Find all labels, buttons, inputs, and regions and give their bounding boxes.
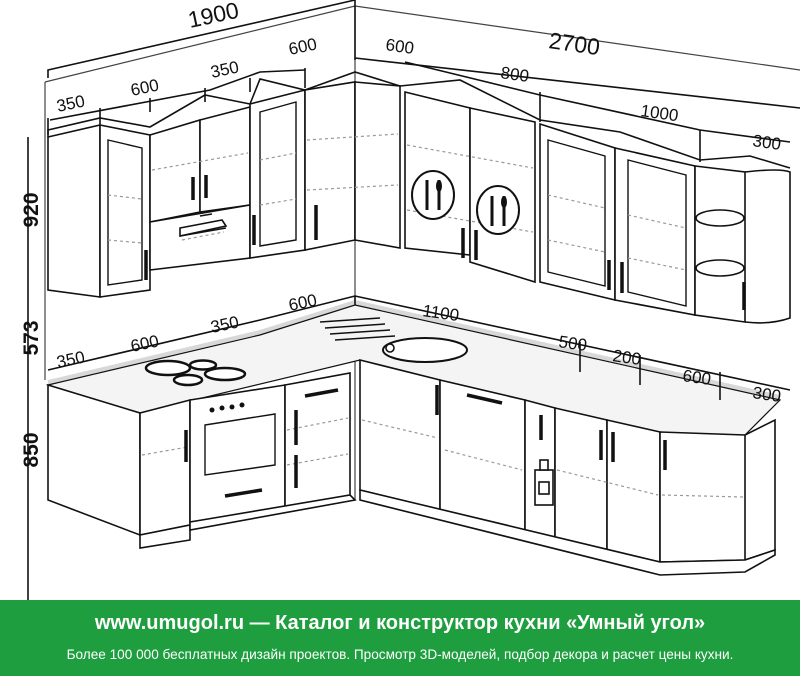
dim-upper-height: 920: [20, 192, 43, 227]
dim-upper-left-1: 350: [55, 91, 87, 115]
dim-upper-right-1: 600: [384, 35, 415, 58]
cutlery-icon: [411, 170, 455, 220]
glass-door-3: [547, 139, 606, 287]
dim-upper-right-2: 800: [499, 63, 530, 86]
bottle-icon: [534, 459, 554, 506]
dim-upper-left-2: 600: [129, 75, 161, 99]
footer-title[interactable]: www.umugol.ru — Каталог и конструктор ку…: [94, 612, 706, 634]
footer-banner: www.umugol.ru — Каталог и конструктор ку…: [0, 600, 800, 676]
dim-lower-right-2: 500: [557, 332, 588, 355]
base-cabinets-right: [359, 358, 776, 576]
glass-door-2: [259, 101, 297, 247]
dim-upper-left-3: 350: [209, 57, 241, 81]
dim-lower-right-4: 600: [681, 366, 712, 389]
dim-lower-right-3: 200: [611, 346, 642, 369]
footer-subtitle: Более 100 000 бесплатных дизайн проектов…: [66, 647, 734, 662]
range-hood-icon: [179, 213, 228, 241]
glass-door-1: [107, 139, 143, 286]
dim-lower-left-2: 600: [129, 331, 161, 355]
dimension-lines: [27, 0, 800, 600]
upper-cabinets-right: [399, 79, 791, 324]
dim-lower-left-1: 350: [55, 347, 87, 371]
cooktop-icon: [144, 359, 247, 387]
dim-upper-left-4: 600: [287, 34, 319, 58]
dim-right-total: 2700: [547, 27, 601, 60]
dim-lower-right-1: 1100: [421, 301, 460, 325]
dim-apron-height: 573: [20, 320, 43, 355]
dim-upper-right-4: 300: [751, 131, 782, 154]
dim-lower-left-4: 600: [287, 290, 319, 314]
base-cabinets-left: [47, 372, 357, 549]
dishwasher: [439, 378, 526, 532]
sink-icon: [319, 317, 468, 363]
kitchen-drawing: 1900 2700 350 600 350 600 600 800 1000 3…: [20, 0, 800, 600]
dim-base-height: 850: [20, 432, 43, 467]
dim-upper-right-3: 1000: [639, 101, 679, 125]
upper-cabinets-left: [47, 71, 401, 298]
cutlery-icon: [476, 185, 520, 235]
dim-lower-right-5: 300: [751, 383, 782, 406]
glass-door-4: [627, 159, 687, 307]
dim-lower-left-3: 350: [209, 312, 241, 336]
